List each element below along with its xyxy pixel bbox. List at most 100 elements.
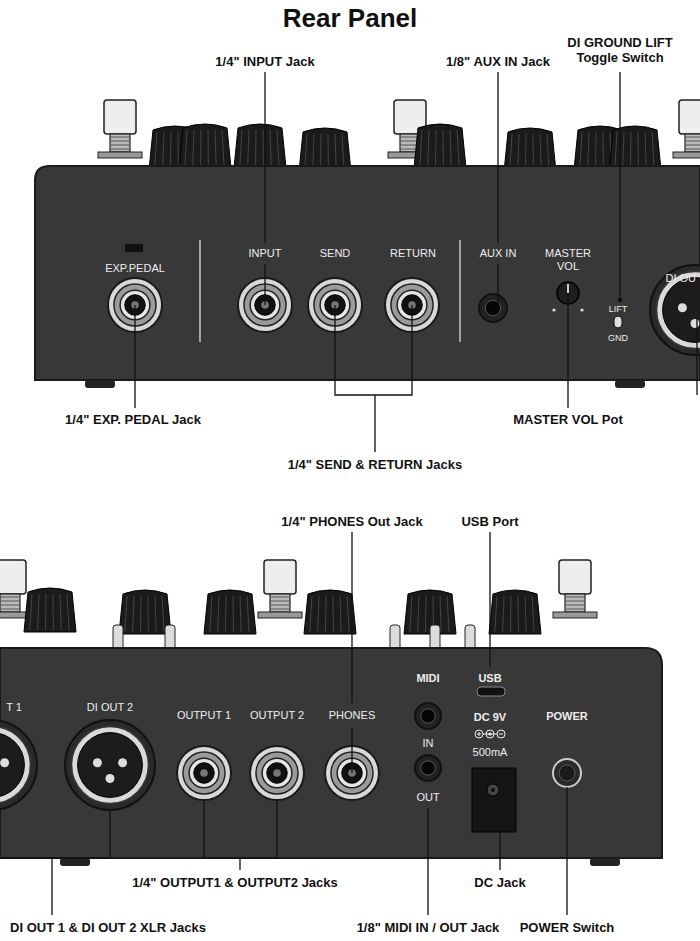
leader-line xyxy=(497,264,498,308)
knob-ridge xyxy=(313,134,314,170)
footswitch-thread xyxy=(0,605,20,606)
knob-ridge xyxy=(525,134,526,170)
xlr-pin xyxy=(93,758,102,767)
knob-ridge xyxy=(518,596,519,632)
pot-marker xyxy=(567,284,569,293)
knob-ridge xyxy=(503,596,504,632)
knob-ridge xyxy=(148,596,149,632)
leader-line xyxy=(351,728,352,773)
pot-dot xyxy=(552,308,555,311)
knob-ridge xyxy=(335,134,336,170)
knob-ridge xyxy=(215,130,216,166)
polarity-symbol xyxy=(479,732,480,736)
knob xyxy=(489,590,541,634)
footswitch-thread xyxy=(685,137,700,138)
knob xyxy=(234,124,286,168)
knob-ridge xyxy=(163,132,164,168)
bracket-line xyxy=(204,800,277,858)
knob-ridge xyxy=(240,130,242,166)
footswitch-shaft xyxy=(110,134,130,152)
panel-marking: INPUT xyxy=(249,247,282,260)
mini-jack xyxy=(415,703,441,729)
knob-ridge xyxy=(178,132,179,168)
xlr-pin xyxy=(0,758,9,767)
knob xyxy=(204,590,256,634)
footswitch-cap xyxy=(679,100,700,134)
knob-ridge xyxy=(420,130,422,166)
callout-label: POWER Switch xyxy=(520,921,615,936)
callout-label: 1/4" PHONES Out Jack xyxy=(281,515,422,530)
pedal-housing xyxy=(0,648,662,858)
bracket-line xyxy=(335,305,412,395)
jack-hole xyxy=(267,763,288,784)
knob-ridge xyxy=(525,596,526,632)
callout-label: 1/8" AUX IN Jack xyxy=(446,55,550,70)
footswitch-shaft xyxy=(0,594,20,612)
footswitch-thread xyxy=(565,609,585,610)
knob-ridge xyxy=(45,594,46,630)
knob-ridge xyxy=(580,132,582,168)
jack-ring xyxy=(189,758,219,788)
callout-label: DC Jack xyxy=(474,876,525,891)
bracket-line xyxy=(0,810,110,858)
knob-ridge xyxy=(155,132,157,168)
xlr-pin xyxy=(118,758,127,767)
panel-marking: POWER xyxy=(546,710,588,723)
panel-marking: EXP.PEDAL xyxy=(105,262,165,275)
xlr-pin xyxy=(106,774,115,783)
callout-label: 1/4" INPUT Jack xyxy=(215,55,314,70)
knob-ridge xyxy=(193,130,194,166)
leader-line xyxy=(264,264,265,305)
panel-marking: OUTPUT 2 xyxy=(250,709,304,722)
knob-ridge xyxy=(185,130,187,166)
knob-ridge xyxy=(428,130,429,166)
power-switch-button xyxy=(559,765,575,781)
mini-jack xyxy=(415,755,441,781)
xlr-face xyxy=(0,733,24,798)
knob-ridge xyxy=(510,134,512,170)
knob-ridge xyxy=(533,134,534,170)
panel-marking: DC 9V xyxy=(474,711,506,724)
knob-ridge xyxy=(595,132,596,168)
divider-line xyxy=(459,240,460,342)
footswitch-thread xyxy=(565,597,585,598)
knob-ridge xyxy=(210,596,212,632)
knob-ridge xyxy=(233,596,234,632)
footswitch-thread xyxy=(685,145,700,146)
power-switch xyxy=(553,759,581,787)
mini-jack xyxy=(479,294,507,322)
knob-ridge xyxy=(133,596,134,632)
knob-ridge xyxy=(652,132,654,168)
panel-marking: USB xyxy=(478,672,501,685)
leader-line xyxy=(497,72,498,243)
callout-label: 1/4" EXP. PEDAL Jack xyxy=(65,413,201,428)
jack-ring xyxy=(183,752,225,794)
panel-marking: MIDI xyxy=(416,672,439,685)
mini-jack-hole xyxy=(421,761,435,775)
dc-jack-pin xyxy=(491,788,495,792)
xlr-face xyxy=(78,733,143,798)
knob xyxy=(119,590,171,634)
knob-ridge xyxy=(270,130,271,166)
diagram-title: Rear Panel xyxy=(283,4,417,34)
footswitch-thread xyxy=(0,609,20,610)
rubber-foot xyxy=(60,858,90,866)
polarity-symbol xyxy=(497,730,505,738)
knob xyxy=(179,124,231,168)
dc-jack-hole xyxy=(487,784,499,796)
panel-marking: PHONES xyxy=(329,709,375,722)
knob-ridge xyxy=(240,596,241,632)
knob-ridge xyxy=(225,596,226,632)
jack-ring xyxy=(262,758,292,788)
leader-line xyxy=(134,305,135,408)
knob-ridge xyxy=(540,134,541,170)
callout-label: DI GROUND LIFT Toggle Switch xyxy=(555,36,685,66)
leader-line xyxy=(567,293,568,408)
leader-line xyxy=(264,72,265,243)
footswitch-nut xyxy=(673,152,700,158)
knob-ridge xyxy=(208,130,209,166)
usb-port xyxy=(477,687,505,696)
panel-marking: MASTER VOL xyxy=(542,247,594,272)
knob-ridge xyxy=(615,132,617,168)
knob-ridge xyxy=(495,596,497,632)
